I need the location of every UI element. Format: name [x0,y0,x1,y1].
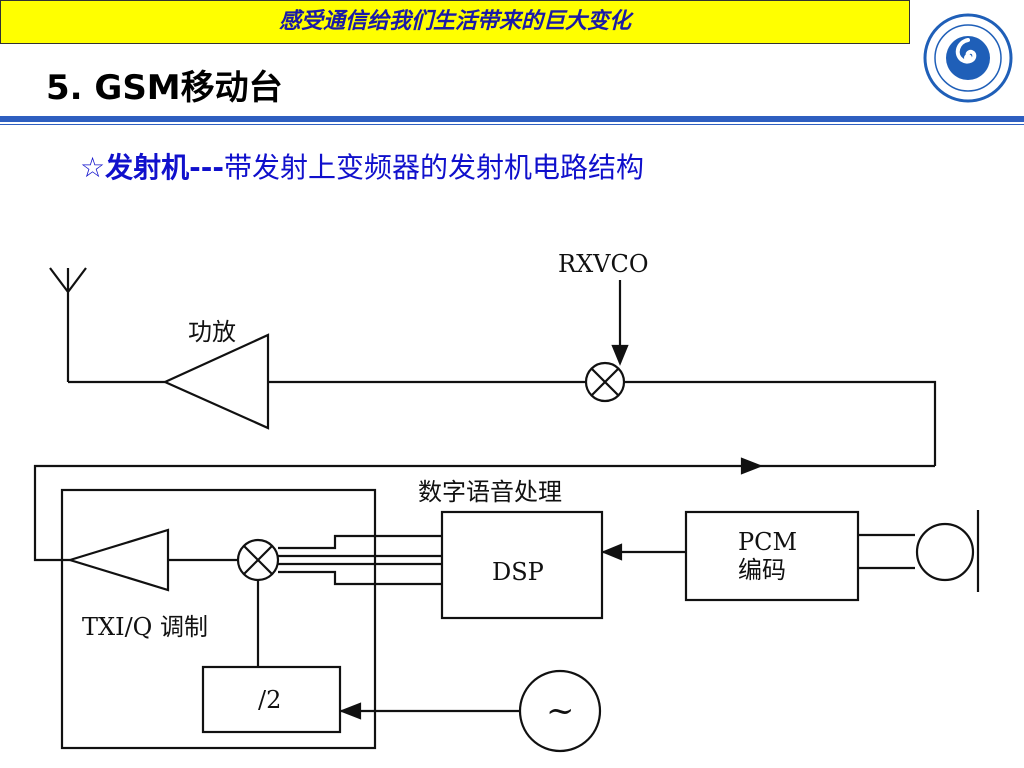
dsp-label: DSP [492,558,544,586]
banner-text: 感受通信给我们生活带来的巨大变化 [278,9,631,34]
microphone-icon [915,522,975,582]
pcm-label: PCM [738,528,797,556]
pcm-encode-label: 编码 [738,556,786,584]
title-rule [0,116,1024,122]
university-seal-icon [923,13,1013,103]
modulator-box [60,488,377,750]
transmitter-block-diagram: RXVCO 功放 数字语音处理 DSP PCM 编码 TXI/Q 调制 /2 ~ [33,250,980,753]
divider-label: /2 [258,686,281,714]
header-banner [0,0,910,44]
modulator-label: TXI/Q 调制 [82,613,208,641]
driver-amplifier [66,528,170,592]
power-amplifier-label: 功放 [188,318,236,346]
pcm-encoder-box [684,510,860,602]
star-icon: ☆ [80,151,106,184]
rxvco-label: RXVCO [558,250,649,278]
divider-box [201,665,342,734]
subtitle: ☆发射机---带发射上变频器的发射机电路结构 [80,146,644,186]
subtitle-rest: 带发射上变频器的发射机电路结构 [223,151,644,184]
oscillator-label: ~ [546,691,575,731]
title-rule-thin [0,124,1024,125]
dsp-section-label: 数字语音处理 [418,478,562,506]
dsp-box [440,510,604,620]
power-amplifier [162,333,270,430]
antenna-icon [49,267,87,382]
subtitle-lead: 发射机--- [105,151,224,184]
page-title: 5. GSM移动台 [46,68,283,108]
